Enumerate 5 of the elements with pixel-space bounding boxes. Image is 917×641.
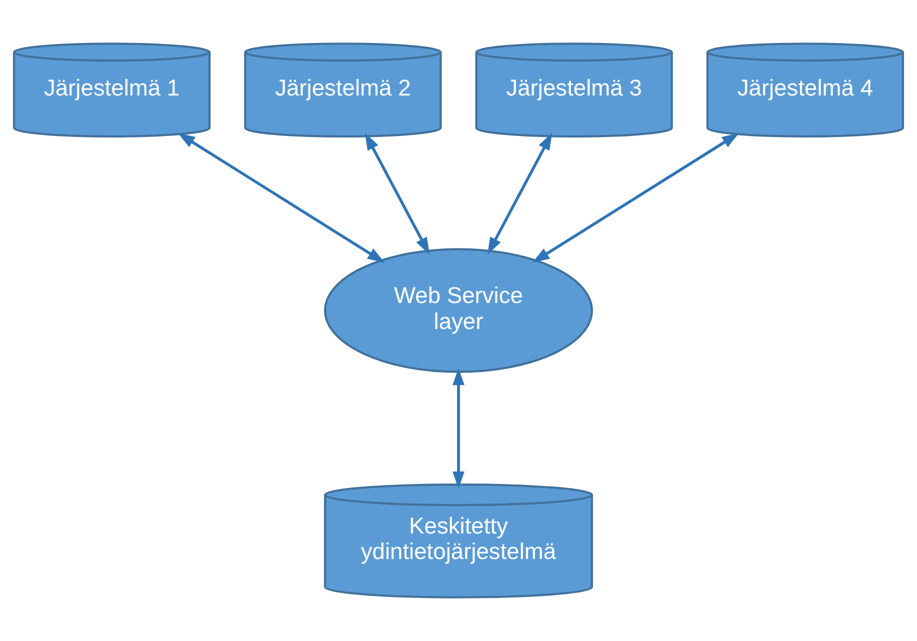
- arrow: [532, 132, 740, 263]
- arrow: [178, 132, 385, 263]
- arrow: [487, 132, 552, 255]
- arrow: [452, 368, 464, 489]
- arrow: [364, 132, 430, 255]
